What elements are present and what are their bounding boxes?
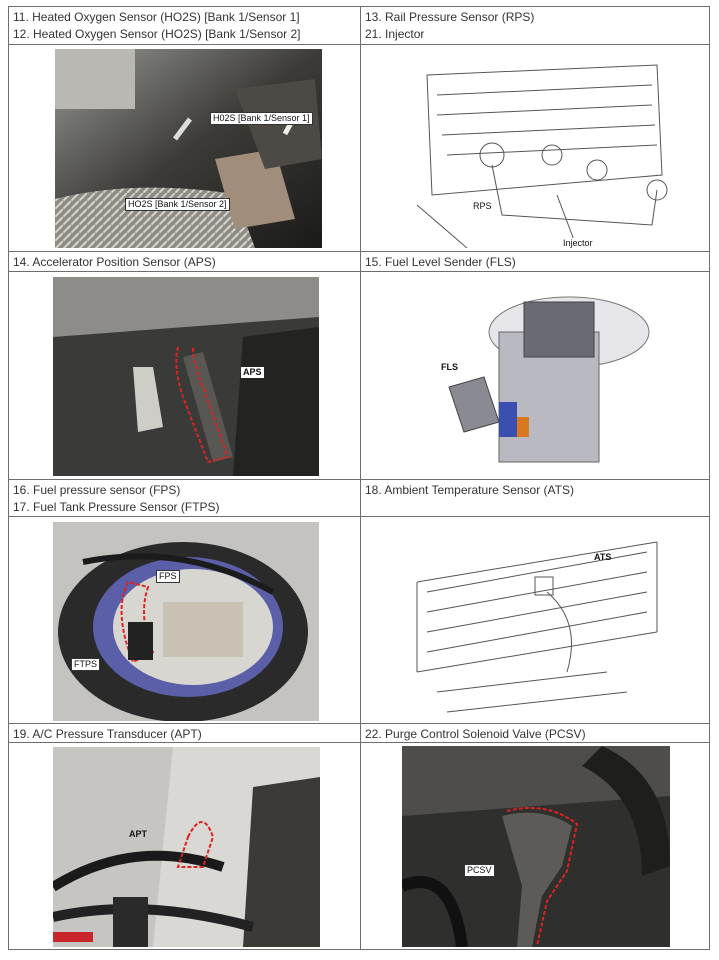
header-fls: 15. Fuel Level Sender (FLS): [361, 252, 711, 271]
header-line: 14. Accelerator Position Sensor (APS): [13, 255, 216, 269]
aps-photo: APS: [53, 277, 319, 476]
header-apt: 19. A/C Pressure Transducer (APT): [9, 724, 360, 742]
header-line: 15. Fuel Level Sender (FLS): [365, 255, 516, 269]
header-rps: 13. Rail Pressure Sensor (RPS) 21. Injec…: [361, 7, 711, 44]
apt-photo: APT: [53, 747, 320, 947]
header-line: 13. Rail Pressure Sensor (RPS): [365, 10, 535, 24]
label-fps: FPS: [156, 570, 180, 583]
label-injector: Injector: [561, 238, 595, 248]
label-ftps: FTPS: [71, 658, 101, 671]
label-fls: FLS: [441, 362, 458, 372]
fls-diagram: FLS: [429, 292, 651, 464]
ho2s-photo: H02S [Bank 1/Sensor 1] HO2S [Bank 1/Sens…: [55, 49, 322, 248]
header-ho2s: 11. Heated Oxygen Sensor (HO2S) [Bank 1/…: [9, 7, 360, 44]
row-divider: [9, 723, 709, 724]
header-ats: 18. Ambient Temperature Sensor (ATS): [361, 480, 711, 516]
label-apt: APT: [129, 829, 147, 839]
sensor-table: 11. Heated Oxygen Sensor (HO2S) [Bank 1/…: [8, 6, 710, 950]
header-fps: 16. Fuel pressure sensor (FPS) 17. Fuel …: [9, 480, 360, 516]
ats-diagram: ATS: [407, 522, 671, 720]
fps-photo: FPS FTPS: [53, 522, 319, 721]
row-divider: [9, 251, 709, 252]
row-divider: [9, 516, 709, 517]
row-divider: [9, 44, 709, 45]
header-line: 17. Fuel Tank Pressure Sensor (FTPS): [13, 500, 220, 514]
row-divider: [9, 271, 709, 272]
header-line: 21. Injector: [365, 27, 425, 41]
header-line: 16. Fuel pressure sensor (FPS): [13, 483, 181, 497]
pcsv-photo: PCSV: [402, 746, 670, 947]
row-divider: [9, 479, 709, 480]
label-rps: RPS: [471, 201, 494, 212]
label-aps: APS: [241, 367, 264, 378]
header-pcsv: 22. Purge Control Solenoid Valve (PCSV): [361, 724, 711, 742]
column-divider: [360, 7, 361, 949]
header-line: 12. Heated Oxygen Sensor (HO2S) [Bank 1/…: [13, 27, 301, 41]
label-ho2s-sensor1: H02S [Bank 1/Sensor 1]: [210, 112, 313, 125]
label-pcsv: PCSV: [464, 864, 495, 877]
header-line: 19. A/C Pressure Transducer (APT): [13, 727, 202, 741]
header-aps: 14. Accelerator Position Sensor (APS): [9, 252, 360, 271]
label-ho2s-sensor2: HO2S [Bank 1/Sensor 2]: [125, 198, 230, 211]
header-line: 22. Purge Control Solenoid Valve (PCSV): [365, 727, 586, 741]
row-divider: [9, 742, 709, 743]
rps-diagram: RPS Injector: [407, 55, 669, 248]
header-line: 11. Heated Oxygen Sensor (HO2S) [Bank 1/…: [13, 10, 300, 24]
label-ats: ATS: [594, 552, 612, 562]
header-line: 18. Ambient Temperature Sensor (ATS): [365, 483, 574, 497]
